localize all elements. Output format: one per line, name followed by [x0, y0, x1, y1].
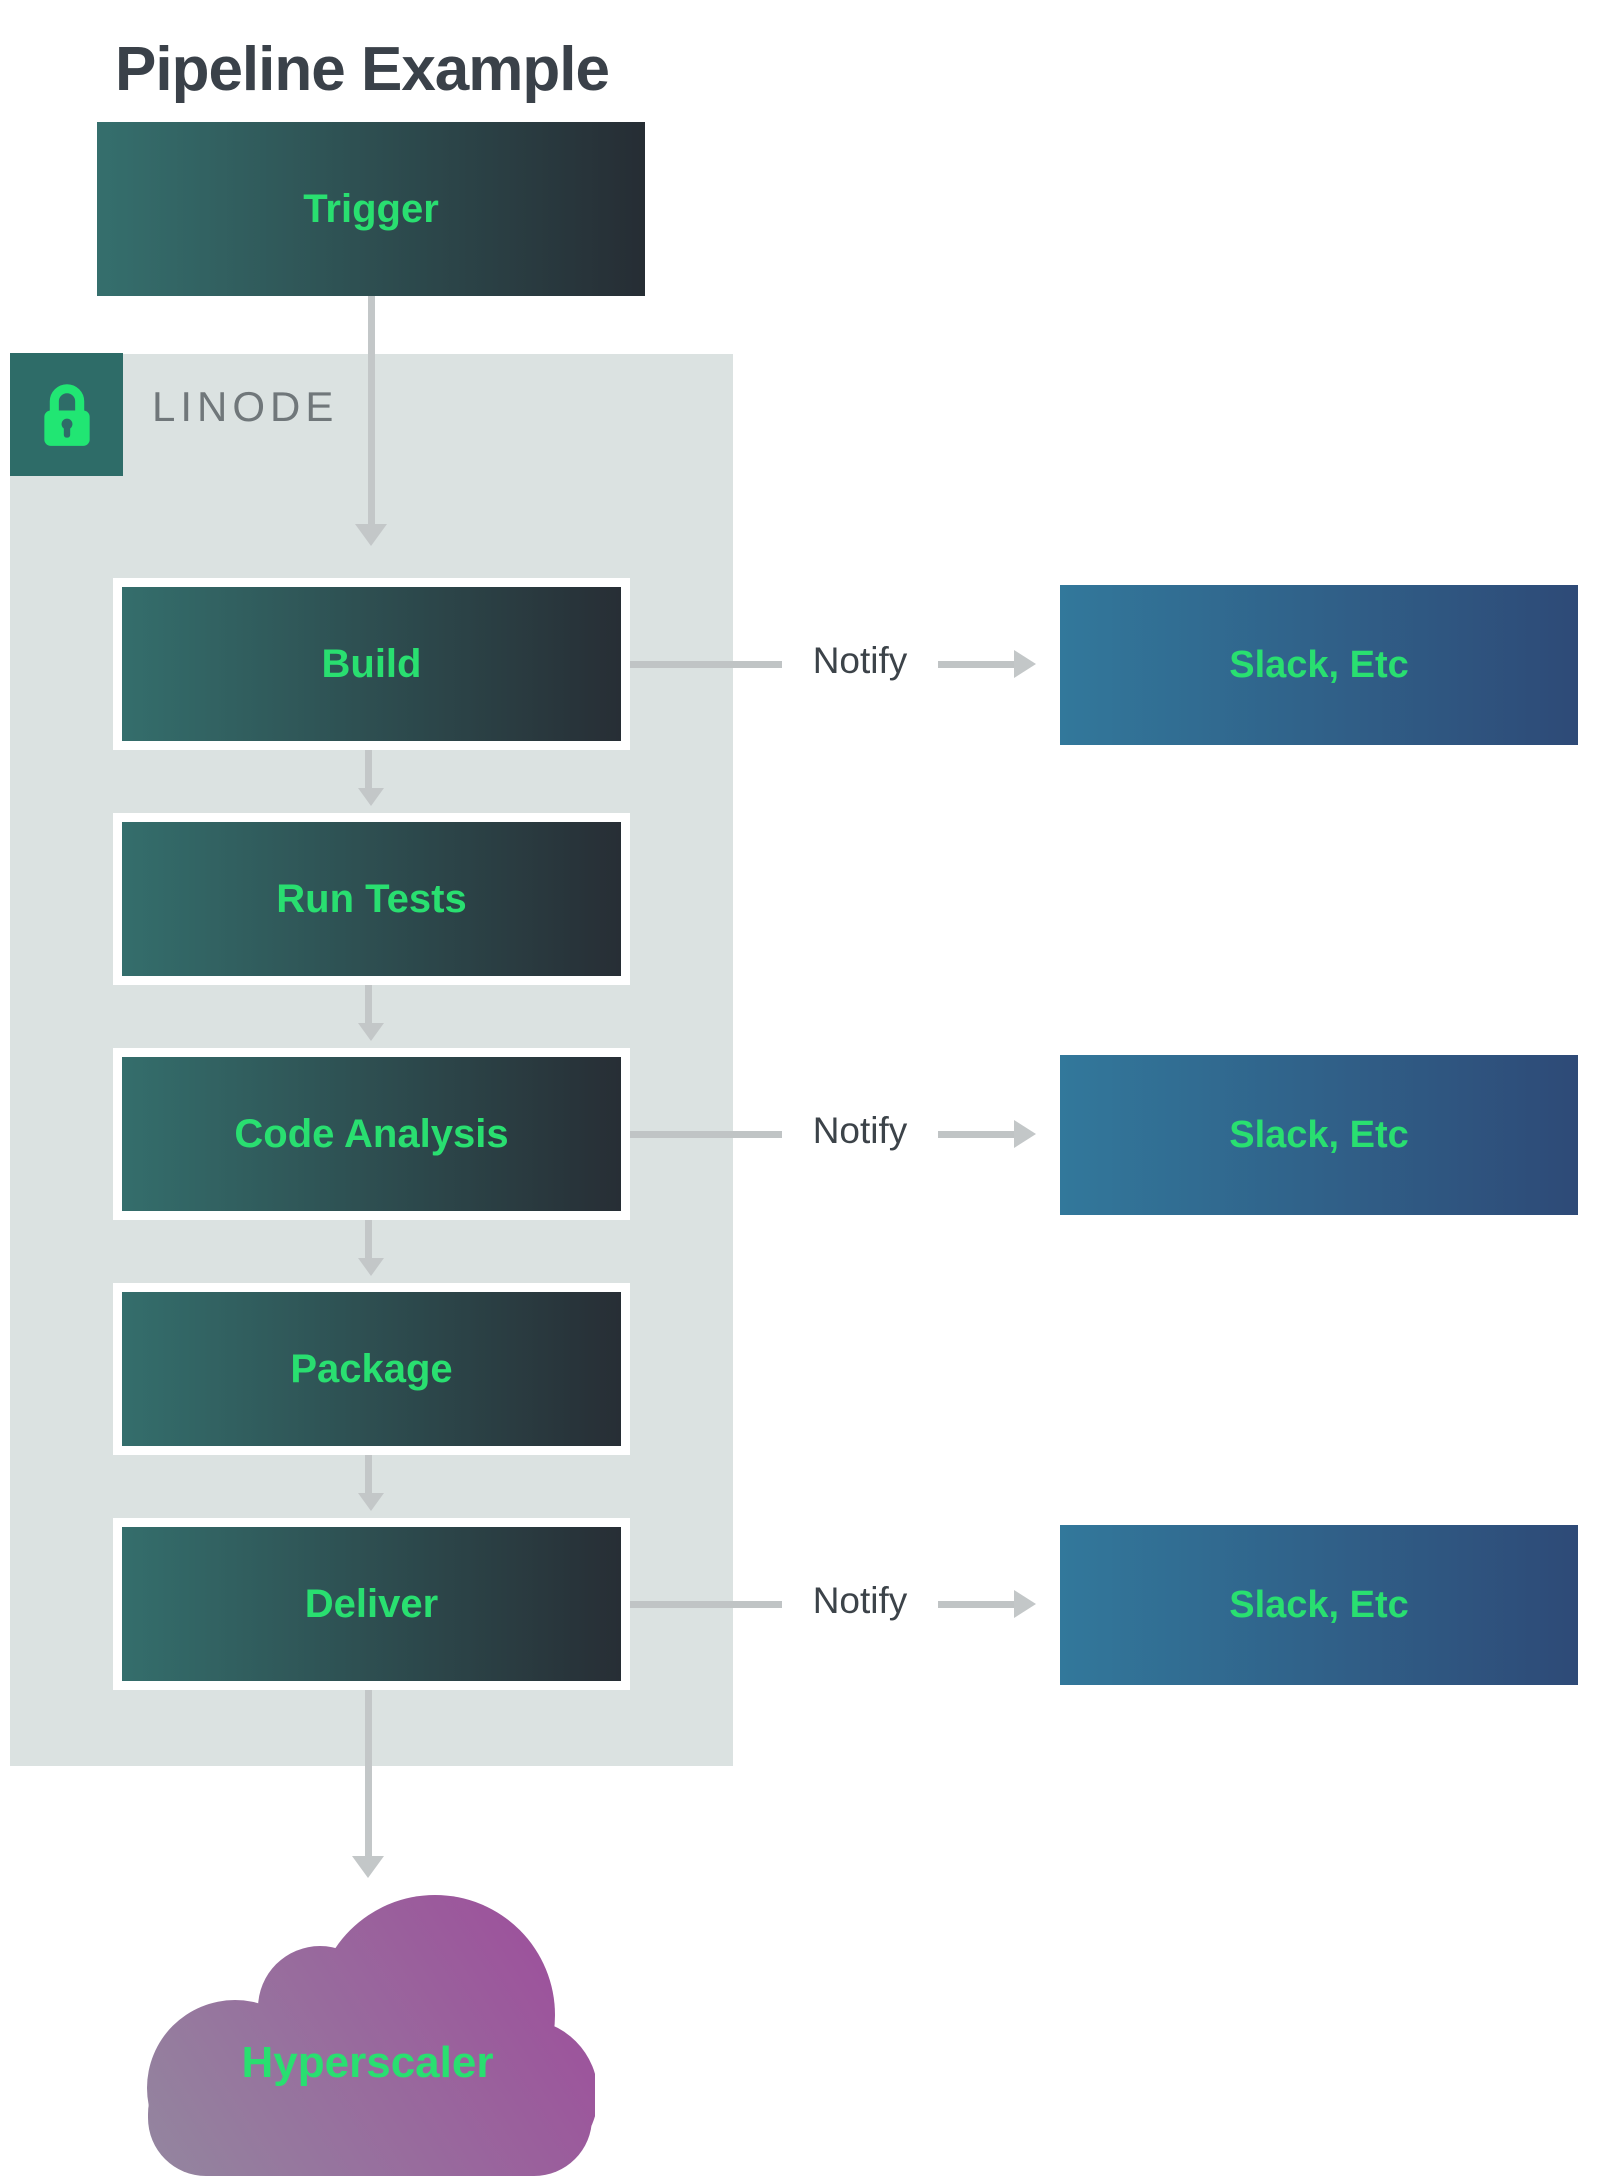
lock-badge: [10, 353, 123, 476]
slack-node: Slack, Etc: [1060, 1525, 1578, 1685]
stage-node-deliver: Deliver: [113, 1518, 630, 1690]
stage-label: Package: [290, 1346, 453, 1391]
notify-label: Notify: [812, 640, 908, 681]
arrowhead-notify-right: [1014, 650, 1036, 678]
slack-node: Slack, Etc: [1060, 585, 1578, 745]
arrow-package-to-deliver: [365, 1455, 372, 1493]
notify-line: [630, 661, 782, 668]
arrowhead-notify-right: [1014, 1590, 1036, 1618]
stage-node-run-tests: Run Tests: [113, 813, 630, 985]
arrow-run-tests-to-code-analysis: [365, 985, 372, 1023]
page-title: Pipeline Example: [115, 34, 610, 104]
stage-node-code-analysis: Code Analysis: [113, 1048, 630, 1220]
notify-line: [630, 1131, 782, 1138]
notify-label: Notify: [812, 1580, 908, 1621]
trigger-node: Trigger: [97, 122, 645, 296]
linode-container-label: LINODE: [152, 383, 339, 430]
notify-line: [938, 1601, 1016, 1608]
arrowhead-notify-right: [1014, 1120, 1036, 1148]
notify-line: [938, 1131, 1016, 1138]
slack-node: Slack, Etc: [1060, 1055, 1578, 1215]
stage-label: Run Tests: [276, 876, 467, 921]
arrow-build-to-run-tests: [365, 750, 372, 788]
arrowhead-package-to-deliver: [358, 1493, 384, 1511]
trigger-label: Trigger: [303, 186, 439, 231]
notify-line: [938, 661, 1016, 668]
arrowhead-build-to-run-tests: [358, 788, 384, 806]
notify-line: [630, 1601, 782, 1608]
stage-label: Build: [321, 641, 422, 686]
stage-label: Code Analysis: [234, 1111, 509, 1156]
cloud-icon: [147, 1895, 595, 2176]
arrow-deliver-to-hyperscaler: [365, 1690, 372, 1856]
notify-label: Notify: [812, 1110, 908, 1151]
slack-label: Slack, Etc: [1229, 1113, 1409, 1156]
arrow-code-analysis-to-package: [365, 1220, 372, 1258]
arrowhead-deliver-to-hyperscaler: [352, 1856, 384, 1878]
arrowhead-trigger-to-build: [355, 524, 387, 546]
arrowhead-run-tests-to-code-analysis: [358, 1023, 384, 1041]
stage-node-build: Build: [113, 578, 630, 750]
stage-label: Deliver: [304, 1581, 439, 1626]
arrow-trigger-to-build: [368, 296, 375, 524]
lock-icon: [43, 383, 90, 446]
arrowhead-code-analysis-to-package: [358, 1258, 384, 1276]
stage-node-package: Package: [113, 1283, 630, 1455]
hyperscaler-label: Hyperscaler: [241, 2038, 494, 2087]
slack-label: Slack, Etc: [1229, 643, 1409, 686]
slack-label: Slack, Etc: [1229, 1583, 1409, 1626]
